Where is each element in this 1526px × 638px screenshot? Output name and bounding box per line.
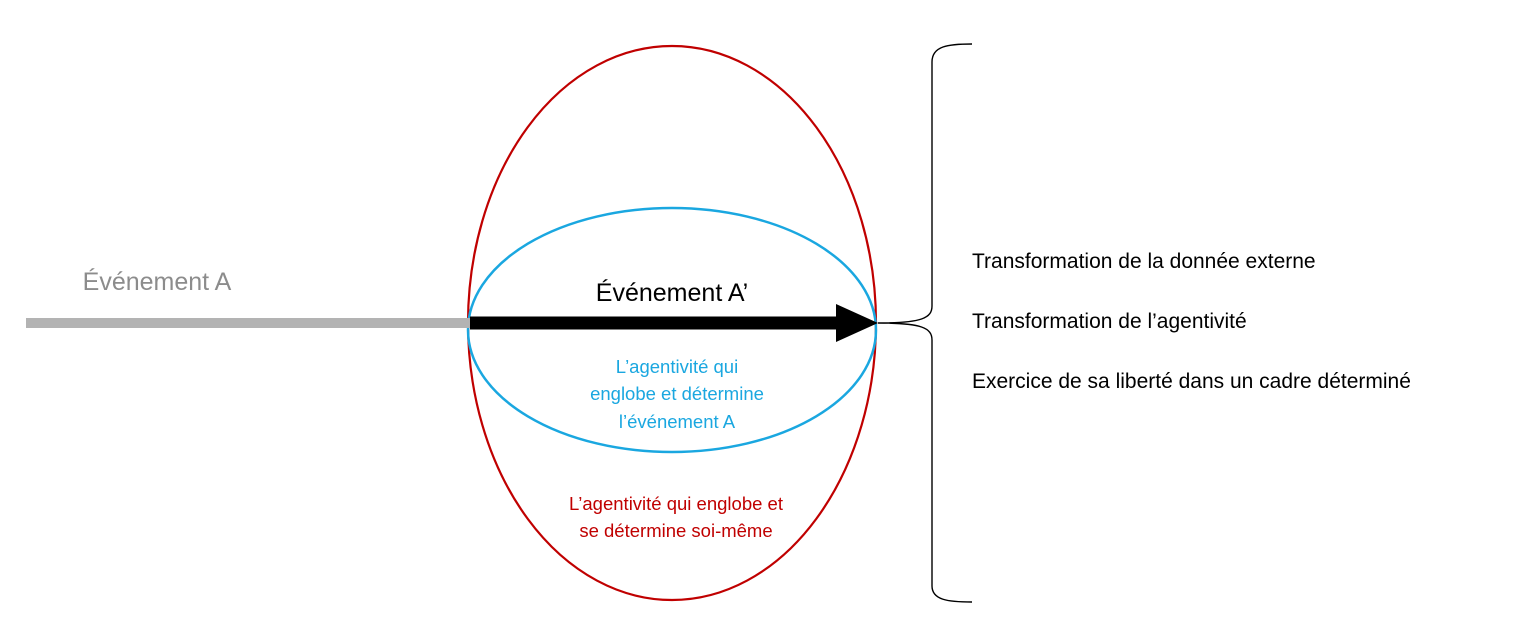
inner-ellipse-line-3: l’événement A: [619, 411, 736, 432]
event-a-label: Événement A: [83, 267, 232, 296]
event-a-prime-label: Événement A’: [596, 278, 748, 307]
outer-ellipse-line-1: L’agentivité qui englobe et: [569, 493, 783, 514]
consequence-item-1: Transformation de la donnée externe: [972, 250, 1316, 273]
curly-brace: [877, 43, 973, 603]
consequence-item-3: Exercice de sa liberté dans un cadre dét…: [972, 370, 1411, 393]
inner-ellipse-line-2: englobe et détermine: [590, 383, 764, 404]
outer-ellipse-line-2: se détermine soi-même: [579, 520, 772, 541]
event-a-prime-arrowhead: [836, 304, 878, 342]
inner-ellipse-line-1: L’agentivité qui: [616, 356, 738, 377]
consequence-item-2: Transformation de l’agentivité: [972, 310, 1247, 333]
inner-agentivity-ellipse: [466, 206, 878, 454]
